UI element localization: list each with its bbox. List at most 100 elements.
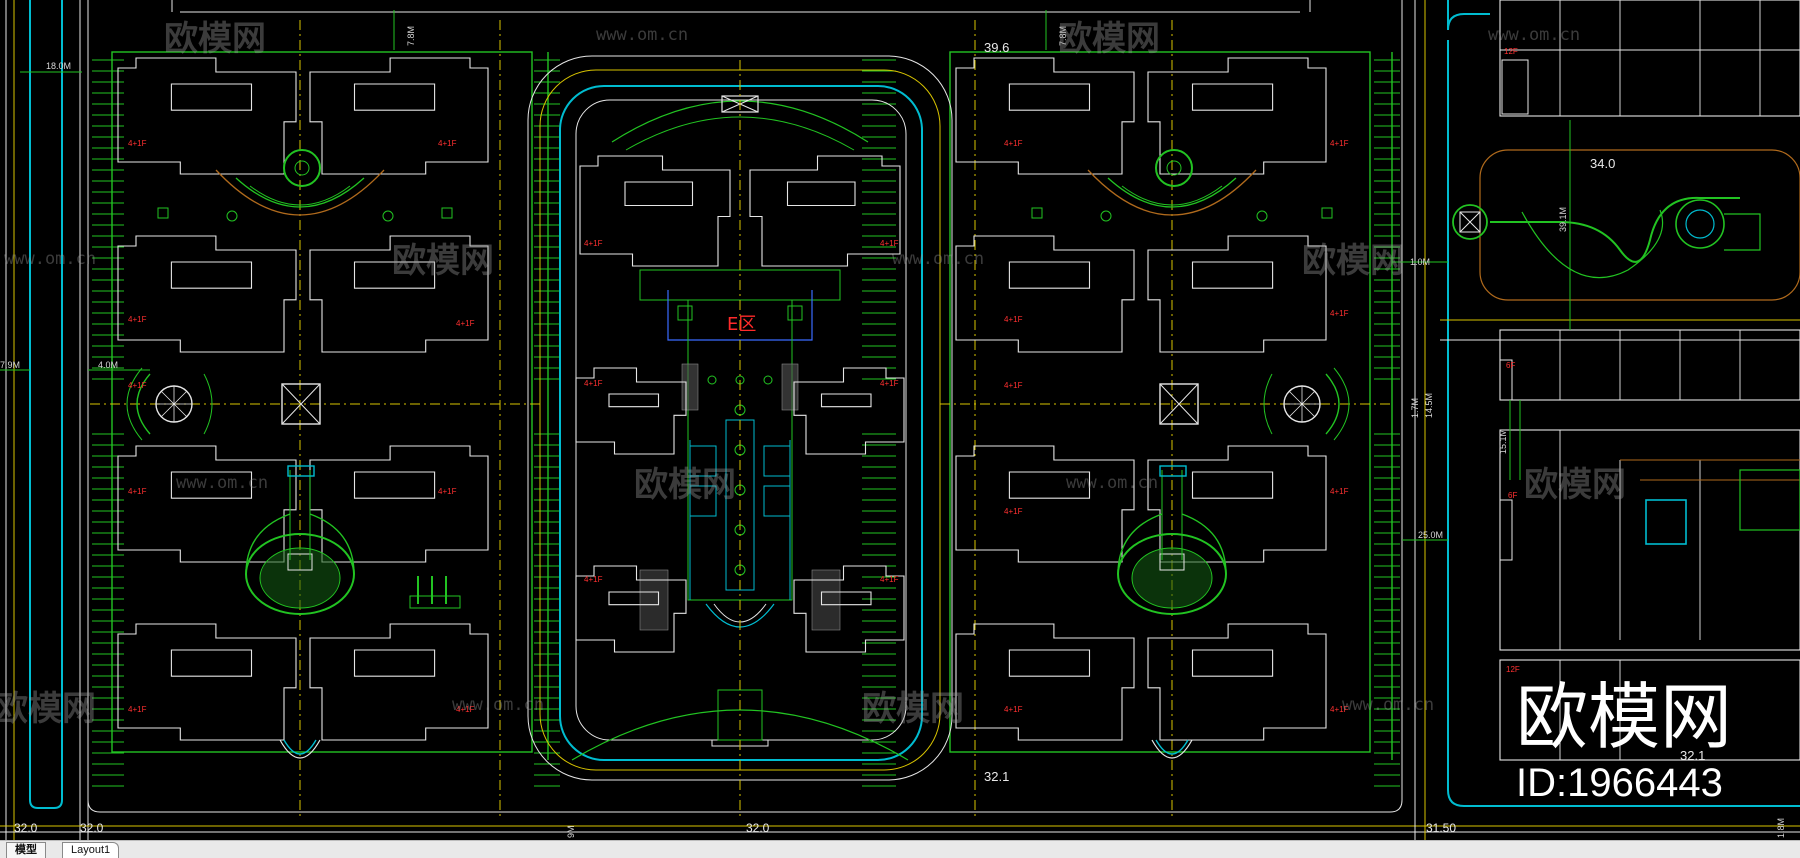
tree-markers — [157, 207, 1333, 222]
building-outline — [1147, 57, 1327, 175]
floor-tag: 4+1F — [128, 139, 147, 148]
building-outline — [1147, 623, 1327, 741]
left-gardens — [126, 149, 461, 759]
zone-label: E区 — [727, 314, 756, 335]
floor-tag: 4+1F — [1330, 309, 1349, 318]
floor-tag: 4+1F — [128, 381, 147, 390]
dim-15-1m: 15.1M — [1498, 429, 1508, 454]
floor-tag-east: 6F — [1506, 361, 1515, 370]
building-footprints — [117, 57, 1327, 741]
floor-tag: 4+1F — [880, 575, 899, 584]
floor-tag: 4+1F — [128, 315, 147, 324]
building-inner — [1008, 471, 1091, 499]
floor-tag: 4+1F — [584, 379, 603, 388]
watermark-brand-4: 欧模网 — [1302, 241, 1404, 281]
watermark-brand-8: 欧模网 — [862, 689, 964, 729]
building-outline — [309, 623, 489, 741]
floor-tag: 4+1F — [1330, 705, 1349, 714]
building-inner — [1008, 649, 1091, 677]
watermark-brand-5: 欧模网 — [634, 465, 736, 505]
building-outline — [1147, 445, 1327, 563]
dimension-lines — [0, 10, 1571, 541]
elevation-31-50: 31.50 — [1426, 821, 1456, 835]
building-outline — [955, 235, 1135, 353]
elevation-32-1-center: 32.1 — [984, 769, 1009, 784]
dim-7-8m-left: 7.8M — [406, 26, 416, 46]
watermark-url-3: www.om.cn — [4, 249, 96, 269]
building-outline — [575, 565, 687, 653]
floor-tag: 4+1F — [1004, 705, 1023, 714]
building-inner — [353, 471, 436, 499]
building-outline — [117, 235, 297, 353]
watermark-brand-7: 欧模网 — [0, 689, 96, 729]
elevation-32-0-c: 32.0 — [746, 821, 770, 835]
floor-tags: 4+1F 4+1F 4+1F 4+1F 4+1F 4+1F 4+1F 4+1F 4+1F 4+1F… — [128, 47, 1520, 714]
floor-tag: 4+1F — [880, 239, 899, 248]
parcel-outlines — [111, 51, 1393, 760]
dim-39-1m: 39.1M — [1558, 207, 1568, 232]
building-outline — [117, 445, 297, 563]
hatch-stripes — [92, 59, 1400, 787]
watermark-brand-1: 欧模网 — [164, 19, 266, 59]
watermark-url-2: www.om.cn — [1488, 25, 1580, 45]
floor-tag: 4+1F — [456, 319, 475, 328]
tab-model[interactable]: 模型 — [6, 842, 46, 858]
watermark-url-5: www.om.cn — [176, 473, 268, 493]
watermark-url-4: www.om.cn — [892, 249, 984, 269]
tab-layout1[interactable]: Layout1 — [62, 842, 120, 858]
dim-1-7m: 1.7M — [1410, 398, 1420, 418]
building-inner — [820, 591, 872, 606]
building-inner — [1191, 649, 1274, 677]
site-plan-drawing[interactable]: 39.6 34.0 32.1 32.1 32.0 32.0 32.0 31.50… — [0, 0, 1800, 840]
floor-tag-east: 12F — [1504, 47, 1518, 56]
dim-4m: 4.0M — [98, 360, 118, 370]
watermark-url-1: www.om.cn — [596, 25, 688, 45]
building-inner — [1191, 471, 1274, 499]
floor-tag: 4+1F — [438, 487, 457, 496]
building-inner — [1008, 261, 1091, 289]
dim-9m: 9M — [566, 825, 576, 838]
floor-tag: 4+1F — [128, 705, 147, 714]
building-outline — [749, 155, 901, 267]
building-outline — [309, 57, 489, 175]
floor-tag: 4+1F — [1004, 507, 1023, 516]
building-inner — [353, 649, 436, 677]
layout-tab-bar: 模型 Layout1 — [0, 840, 1800, 858]
dimension-labels: 18.0M 7.8M 7.8M 4.0M 7.9M 1.0M 39.1M 15.… — [0, 26, 1786, 838]
elevation-32-0-b: 32.0 — [80, 821, 104, 835]
dim-7-9m: 7.9M — [0, 360, 20, 370]
cad-model-viewport[interactable]: 39.6 34.0 32.1 32.1 32.0 32.0 32.0 31.50… — [0, 0, 1800, 840]
floor-tag: 4+1F — [1004, 139, 1023, 148]
building-inner — [353, 261, 436, 289]
floor-tag: 4+1F — [1004, 315, 1023, 324]
building-outline — [793, 367, 905, 455]
elevation-34-0: 34.0 — [1590, 156, 1615, 171]
building-outline — [793, 565, 905, 653]
elevation-labels: 39.6 34.0 32.1 32.1 32.0 32.0 32.0 31.50 — [14, 40, 1705, 835]
watermark-url-7: www.om.cn — [452, 695, 544, 715]
watermark-brand-2: 欧模网 — [1058, 19, 1160, 59]
watermarks: 欧模网 欧模网 欧模网 欧模网 欧模网 欧模网 欧模网 欧模网 www.om.c… — [0, 19, 1732, 805]
east-zone — [1452, 0, 1800, 761]
floor-tag-east: 6F — [1508, 491, 1517, 500]
axis-lines — [90, 20, 1390, 820]
elevation-32-0-a: 32.0 — [14, 821, 38, 835]
building-outline — [955, 623, 1135, 741]
building-outline — [309, 235, 489, 353]
building-inner — [1191, 83, 1274, 111]
building-inner — [170, 471, 253, 499]
floor-tag: 4+1F — [584, 239, 603, 248]
floor-tag: 4+1F — [1330, 139, 1349, 148]
building-inner — [608, 393, 660, 408]
elevation-32-1-east: 32.1 — [1680, 748, 1705, 763]
floor-tag: 4+1F — [438, 139, 457, 148]
dim-1-8m: 1.8M — [1776, 818, 1786, 838]
floor-tag: 4+1F — [456, 705, 475, 714]
building-inner — [1008, 83, 1091, 111]
dim-25m: 25.0M — [1418, 530, 1443, 540]
floor-tag: 4+1F — [880, 379, 899, 388]
building-inner — [353, 83, 436, 111]
floor-tag: 4+1F — [1330, 487, 1349, 496]
building-outline — [579, 155, 731, 267]
watermark-url-8: www.om.cn — [1342, 695, 1434, 715]
